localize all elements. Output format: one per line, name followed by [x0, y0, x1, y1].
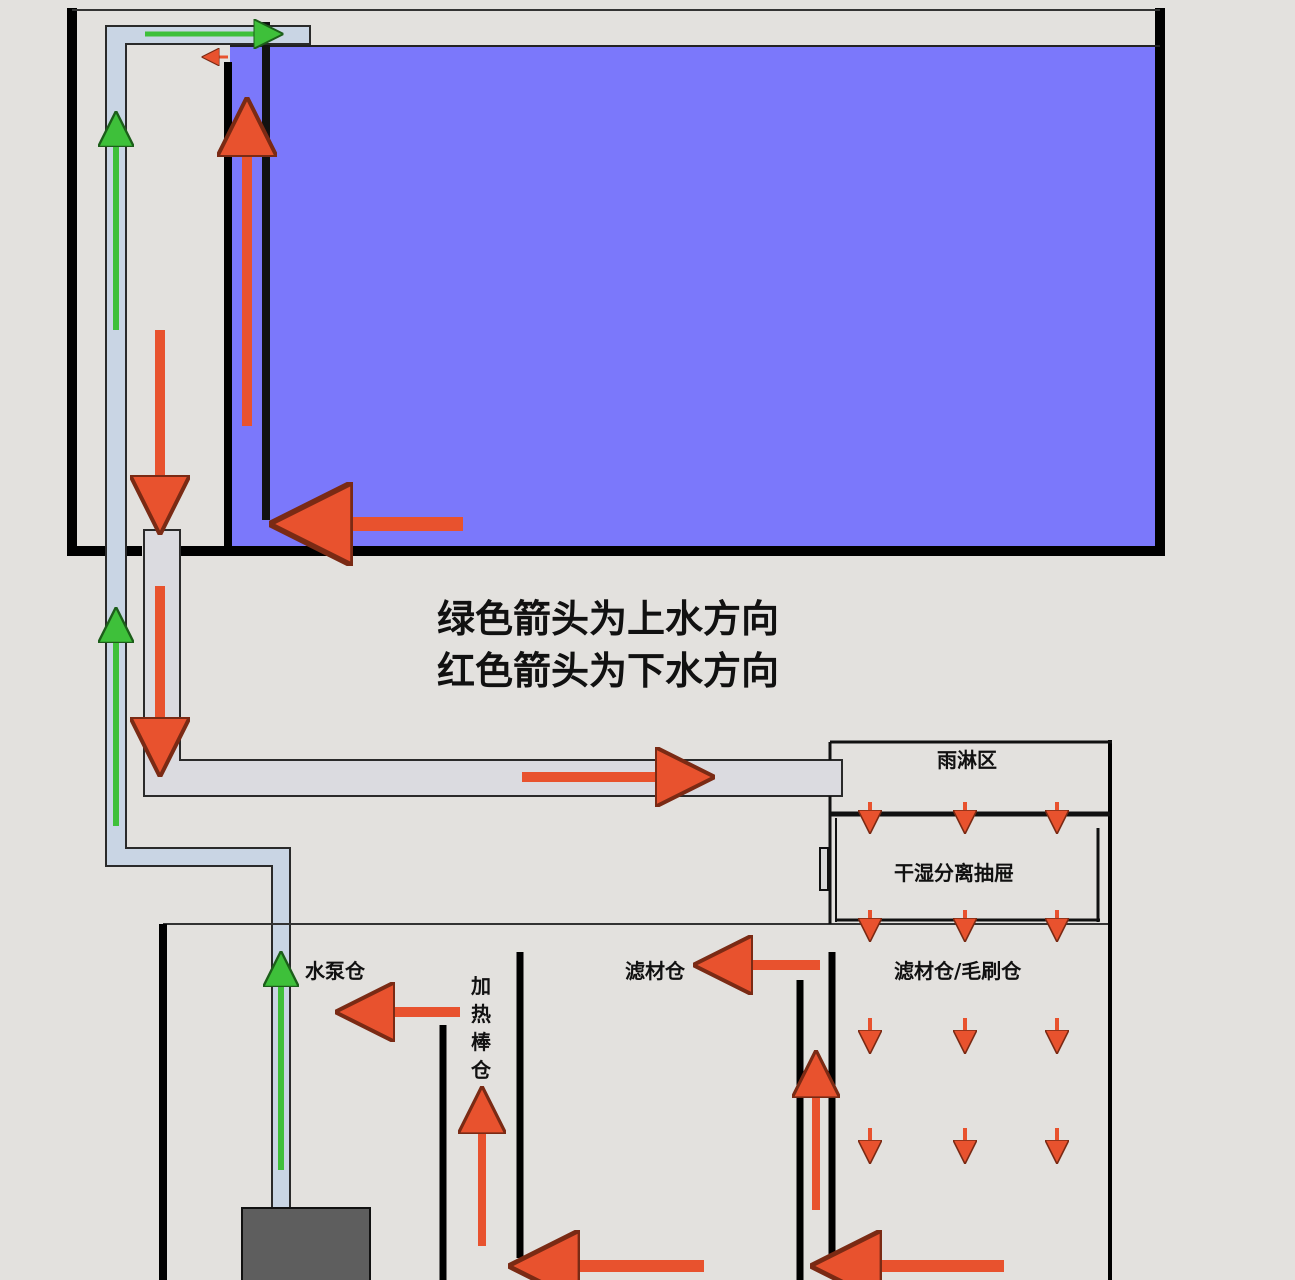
legend-green: 绿色箭头为上水方向 [437, 597, 779, 641]
label-media-chamber: 滤材仓 [625, 959, 686, 983]
return-pump [241, 1207, 371, 1280]
return-arrows [160, 57, 1057, 1266]
legend-red: 红色箭头为下水方向 [437, 649, 779, 693]
legend: 绿色箭头为上水方向 红色箭头为下水方向 [437, 597, 779, 693]
label-heater-char: 棒 [471, 1030, 492, 1054]
label-heater-char: 热 [471, 1002, 491, 1026]
drawer-handle [819, 847, 829, 891]
label-media-brush-chamber: 滤材仓/毛刷仓 [894, 959, 1022, 983]
chamber-labels: 雨淋区 干湿分离抽屉 水泵仓 滤材仓 滤材仓/毛刷仓 加 热 棒 仓 [305, 748, 1022, 1082]
tank-water [230, 46, 1160, 548]
label-heater-char: 仓 [470, 1058, 492, 1082]
label-heater-char: 加 [470, 974, 491, 998]
supply-arrows [116, 34, 281, 1170]
sump [159, 740, 1112, 1280]
label-rain-zone: 雨淋区 [937, 748, 997, 772]
drip-arrows [870, 802, 1057, 1158]
label-pump-chamber: 水泵仓 [305, 959, 366, 983]
label-dry-wet-drawer: 干湿分离抽屉 [894, 861, 1014, 885]
main-tank [67, 8, 1165, 556]
return-supply-pipe [105, 25, 311, 1213]
